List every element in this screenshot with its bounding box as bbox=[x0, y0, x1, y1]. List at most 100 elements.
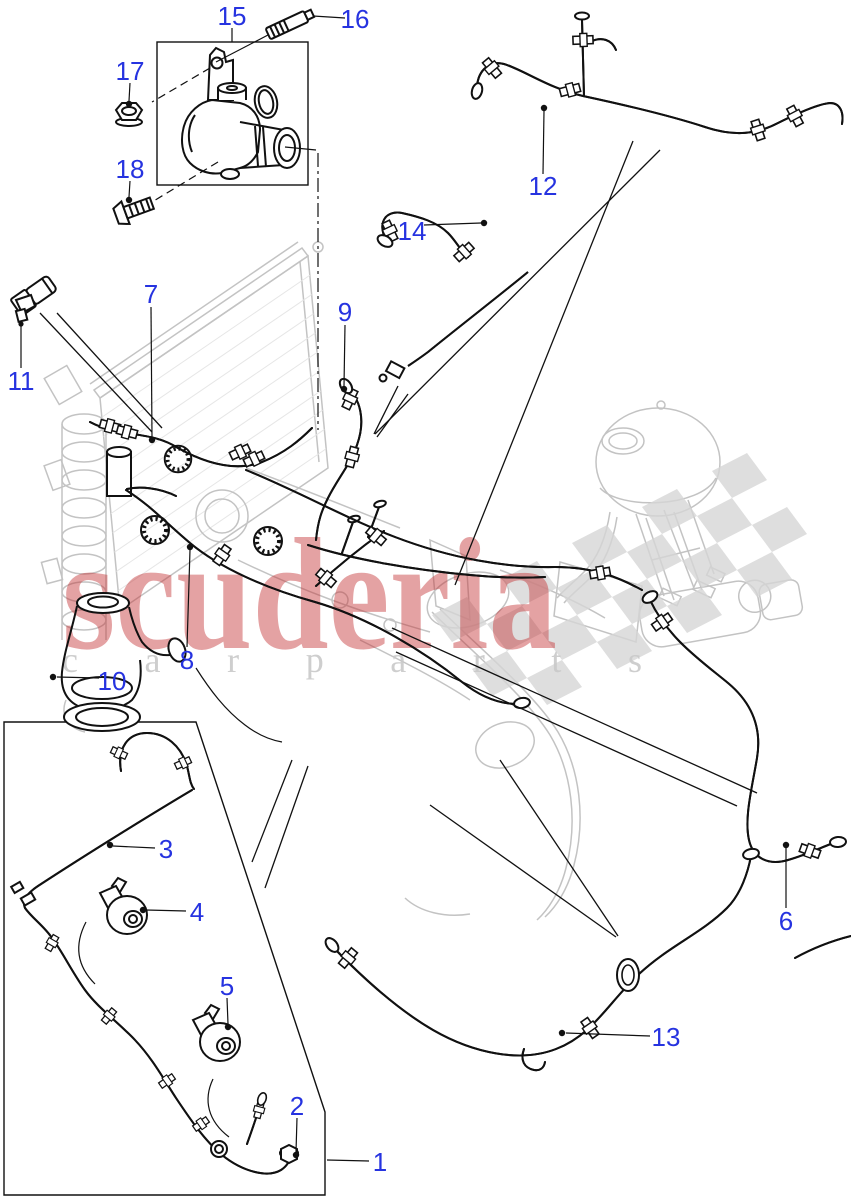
callout-1[interactable]: 1 bbox=[373, 1147, 387, 1177]
hose-inner bbox=[581, 19, 585, 97]
callout-leader bbox=[145, 909, 187, 912]
flag-cell bbox=[597, 624, 652, 669]
leader-line bbox=[395, 651, 738, 807]
callout-9[interactable]: 9 bbox=[338, 297, 352, 327]
callout-14[interactable]: 14 bbox=[398, 216, 427, 246]
flag-cell bbox=[472, 651, 527, 696]
o-ring bbox=[253, 85, 279, 119]
hose-inner bbox=[407, 271, 529, 367]
callout-16[interactable]: 16 bbox=[341, 4, 370, 34]
hose-inner bbox=[307, 544, 546, 579]
flag-cell bbox=[642, 489, 697, 534]
assembly-reference-lines bbox=[151, 34, 319, 430]
callout-dot bbox=[480, 219, 488, 227]
callout-leader bbox=[312, 15, 346, 19]
callout-dot bbox=[49, 673, 57, 681]
callout-3[interactable]: 3 bbox=[159, 834, 173, 864]
callout-7[interactable]: 7 bbox=[144, 279, 158, 309]
hose-inner bbox=[521, 1048, 546, 1072]
callout-dot bbox=[292, 1151, 300, 1159]
hose-inner bbox=[341, 521, 354, 554]
hose-inner bbox=[794, 935, 851, 959]
leader-line bbox=[454, 140, 634, 586]
callout-10[interactable]: 10 bbox=[98, 666, 127, 696]
callout-11[interactable]: 11 bbox=[8, 366, 35, 396]
watermark-checkered-flag bbox=[432, 453, 807, 705]
flag-cell bbox=[557, 570, 612, 615]
callout-leader bbox=[56, 676, 100, 679]
hose-inner bbox=[475, 62, 844, 135]
hose-14 bbox=[381, 211, 469, 258]
leader-line bbox=[251, 759, 293, 863]
hose-8 bbox=[125, 489, 523, 706]
flag-cell bbox=[737, 552, 792, 597]
callout-13[interactable]: 13 bbox=[652, 1022, 681, 1052]
callout-dot bbox=[125, 100, 133, 108]
hose-inner bbox=[381, 211, 469, 258]
radiator bbox=[89, 241, 329, 612]
callout-12[interactable]: 12 bbox=[529, 171, 558, 201]
valve-5 bbox=[191, 1003, 241, 1062]
callout-4[interactable]: 4 bbox=[190, 897, 204, 927]
flag-cell bbox=[682, 543, 737, 588]
connector-2 bbox=[279, 1143, 299, 1165]
callout-leader bbox=[128, 180, 131, 198]
callout-18[interactable]: 18 bbox=[116, 154, 145, 184]
hose-inner bbox=[23, 789, 291, 1175]
hose-inner bbox=[125, 489, 523, 706]
flag-cell bbox=[667, 588, 722, 633]
flag-cell bbox=[752, 507, 807, 552]
leader-line bbox=[56, 312, 163, 429]
hose-inner bbox=[119, 731, 195, 790]
sensor-11 bbox=[10, 275, 57, 327]
leader-line bbox=[39, 312, 153, 433]
reference-lines bbox=[39, 140, 758, 938]
flag-cell bbox=[502, 561, 557, 606]
callout-8[interactable]: 8 bbox=[180, 645, 194, 675]
leader-line bbox=[429, 804, 617, 938]
callout-dot bbox=[148, 436, 156, 444]
stud-16 bbox=[265, 8, 316, 40]
leader-line bbox=[376, 393, 409, 438]
hose-inner bbox=[332, 855, 752, 1057]
callout-6[interactable]: 6 bbox=[779, 906, 793, 936]
hose-6 bbox=[649, 599, 837, 863]
callout-leader bbox=[226, 997, 229, 1025]
callout-dot bbox=[340, 385, 348, 393]
callout-15[interactable]: 15 bbox=[218, 1, 247, 31]
callout-leader bbox=[295, 1117, 298, 1153]
callout-leader bbox=[186, 549, 191, 648]
flag-cell bbox=[542, 615, 597, 660]
callout-dot bbox=[125, 196, 133, 204]
inset-box bbox=[3, 721, 326, 1196]
hose-12 bbox=[475, 11, 844, 135]
callout-dot bbox=[782, 841, 790, 849]
hose-3 bbox=[9, 731, 291, 1175]
hose-9 bbox=[315, 387, 363, 541]
flag-cell bbox=[527, 660, 582, 705]
hose-inner bbox=[126, 486, 177, 497]
callout-leader bbox=[128, 82, 131, 102]
hose-inner bbox=[315, 387, 363, 541]
thermostat-10 bbox=[60, 592, 187, 732]
callout-5[interactable]: 5 bbox=[220, 971, 234, 1001]
vent-hose bbox=[378, 271, 529, 383]
callout-leader bbox=[343, 324, 346, 387]
callout-leader bbox=[542, 110, 545, 175]
callout-dot bbox=[540, 104, 548, 112]
leader-line bbox=[499, 759, 619, 937]
callout-leader bbox=[326, 1159, 370, 1162]
leader-line bbox=[391, 627, 758, 794]
callout-17[interactable]: 17 bbox=[116, 56, 145, 86]
callout-dot bbox=[186, 543, 194, 551]
valve-4 bbox=[98, 876, 148, 935]
callout-2[interactable]: 2 bbox=[290, 1091, 304, 1121]
flag-cell bbox=[572, 525, 627, 570]
leader-line bbox=[373, 385, 399, 435]
leader-line bbox=[264, 765, 309, 889]
leader-line bbox=[374, 149, 661, 435]
bolt-18 bbox=[112, 196, 156, 226]
